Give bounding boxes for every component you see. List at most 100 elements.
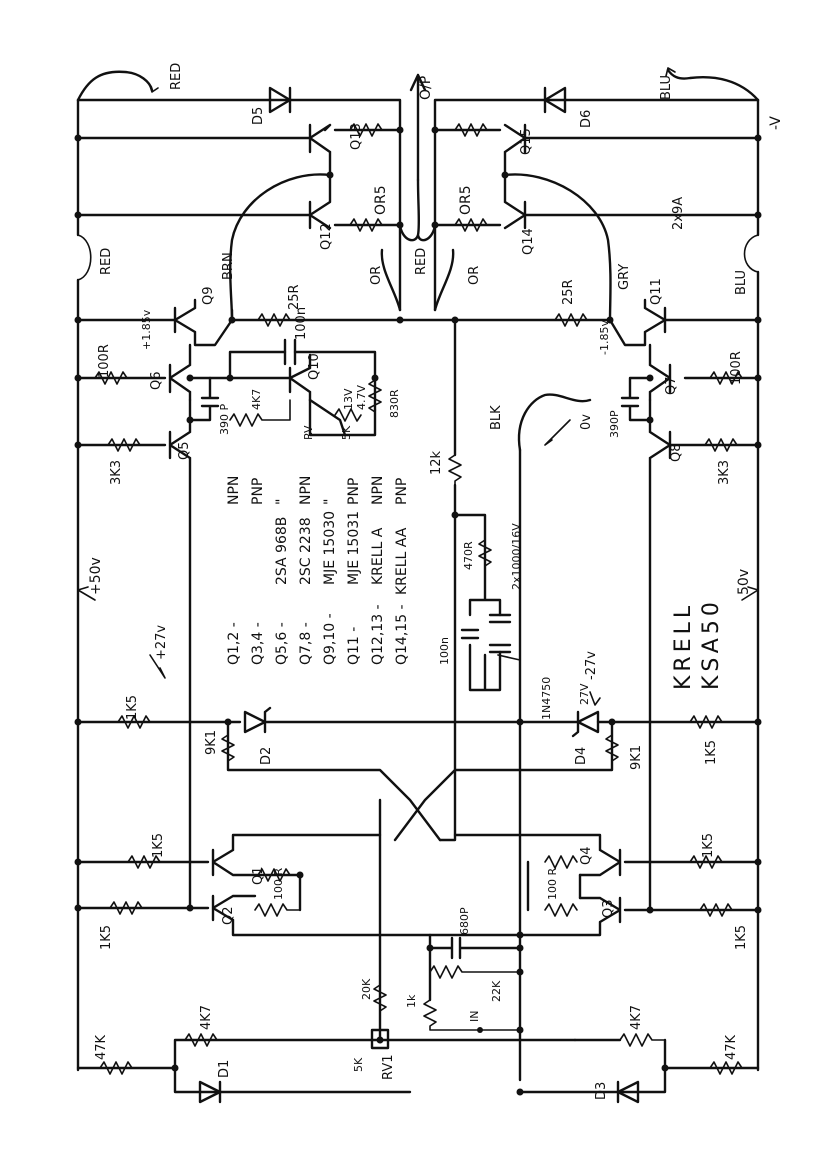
- label-100r-q3: 100 R: [546, 868, 559, 900]
- label-q7: Q7: [664, 376, 679, 395]
- label-1k5-b: 1K5: [704, 740, 719, 765]
- q11-transistor: [608, 298, 760, 347]
- q3-transistor: [518, 896, 622, 937]
- r-3k3-right: [704, 438, 738, 452]
- r-25r-right: [554, 313, 588, 327]
- r-12k: [448, 454, 462, 486]
- label-or-right: OR: [467, 266, 482, 285]
- d6-diode: [543, 86, 567, 114]
- label-q14: Q14: [521, 228, 536, 255]
- q13-transistor: [308, 123, 332, 177]
- label-100r-q1: 100 R: [272, 868, 285, 900]
- table-part: MJE 15031: [346, 511, 362, 585]
- label-1k: 1k: [405, 994, 418, 1008]
- pot-5k: [334, 408, 362, 422]
- blu-lead-top: [666, 68, 760, 102]
- r-4k7-left: [184, 1033, 218, 1047]
- label-pos50: +50v: [88, 557, 104, 595]
- table-part: MJE 15030: [322, 511, 338, 585]
- q12-transistor: [308, 173, 332, 230]
- label-or5-top: OR5: [373, 185, 389, 215]
- label-q6: Q6: [149, 371, 164, 390]
- label-1k5-e: 1K5: [701, 833, 716, 858]
- label-390p-right: 390P: [608, 410, 621, 438]
- label-5k-pot: 5K: [340, 425, 353, 440]
- blk-wire: [517, 393, 592, 452]
- r-1k5-a: [117, 715, 151, 729]
- r-1k5-e: [689, 855, 723, 869]
- label-1k5-f: 1K5: [734, 925, 749, 950]
- label-4k7-vbe: 4K7: [250, 389, 263, 410]
- label-pos27: +27v: [154, 625, 169, 660]
- table-type: PNP: [250, 478, 266, 505]
- label-680p: 680P: [458, 907, 471, 935]
- label-d1: D1: [217, 1060, 232, 1078]
- label-gry: GRY: [617, 264, 632, 290]
- r-47k-left: [99, 1061, 133, 1075]
- brn-wire: [229, 173, 332, 322]
- c-2x1000: [488, 613, 512, 654]
- r-1k: [423, 999, 521, 1031]
- title-ksa50: KSA50: [699, 598, 724, 690]
- table-row: Q3,4 -: [250, 622, 266, 665]
- d5-diode: [268, 86, 292, 114]
- table-type: NPN: [298, 476, 314, 505]
- table-part: 2SA 968B: [274, 517, 290, 585]
- r-100r-left: [94, 371, 128, 385]
- r-470r: [478, 539, 492, 567]
- table-row: Q12,13 -: [370, 604, 386, 665]
- gry-wire: [503, 173, 612, 322]
- d3-diode: [616, 1080, 640, 1104]
- q1-transistor: [211, 798, 382, 912]
- label-27v: 27V: [578, 683, 591, 705]
- label-q12: Q12: [319, 223, 334, 250]
- red-lead-top: [76, 70, 154, 102]
- r-20k: [373, 984, 387, 1012]
- label-q8: Q8: [669, 443, 684, 462]
- r-1k5-d: [109, 901, 143, 915]
- r-100r-q1: [257, 868, 291, 882]
- c-100n-fb: [460, 628, 480, 640]
- or-wire-right: [433, 248, 455, 312]
- transistor-table: Q1,2 - Q3,4 - Q5,6 - Q7,8 - Q9,10 - Q11 …: [226, 476, 410, 665]
- label-q3: Q3: [601, 899, 616, 918]
- label-100n-fb: 100n: [438, 637, 451, 665]
- label-d4: D4: [574, 747, 589, 765]
- label-or-left: OR: [369, 266, 384, 285]
- label-blu-top: BLU: [659, 75, 674, 100]
- label-13v: 13V: [342, 388, 355, 410]
- title-krell: KRELL: [671, 602, 696, 690]
- label-0v: 0v: [579, 414, 594, 430]
- label-output: O/P: [418, 76, 434, 100]
- label-1k5-c: 1K5: [151, 833, 166, 858]
- or-wire-left: [380, 248, 402, 312]
- label-1n4750: 1N4750: [540, 677, 553, 720]
- label-4k7-right: 4K7: [629, 1005, 644, 1030]
- table-row: Q7,8 -: [298, 622, 314, 665]
- label-q4: Q4: [579, 846, 594, 865]
- table-row: Q9,10 -: [322, 613, 338, 665]
- table-part: KRELL AA: [394, 527, 410, 595]
- label-neg50: 50v: [736, 569, 752, 595]
- label-red-top: RED: [169, 63, 184, 90]
- label-830r: 830R: [388, 389, 401, 418]
- d1-diode: [198, 1080, 222, 1104]
- q8-transistor: [648, 398, 760, 912]
- table-row: Q11 -: [346, 627, 362, 665]
- label-470r: 470R: [462, 541, 475, 570]
- label-neg-rail: -V: [768, 116, 784, 130]
- junctions: [74, 126, 762, 1096]
- label-bias-pos: +1.85v: [140, 309, 153, 350]
- label-red-mid: RED: [414, 248, 429, 275]
- r-4k7-vbe: [229, 399, 291, 427]
- label-q15: Q15: [519, 128, 534, 155]
- label-q1: Q1: [251, 866, 266, 885]
- label-or5-bot: OR5: [458, 185, 474, 215]
- label-1k5-d: 1K5: [99, 925, 114, 950]
- q5-transistor: [76, 398, 192, 912]
- label-100r-right: 100R: [729, 351, 744, 385]
- d2-zener: [243, 706, 272, 734]
- r-100r-q3: [544, 855, 578, 869]
- label-9k1-left: 9K1: [204, 730, 219, 755]
